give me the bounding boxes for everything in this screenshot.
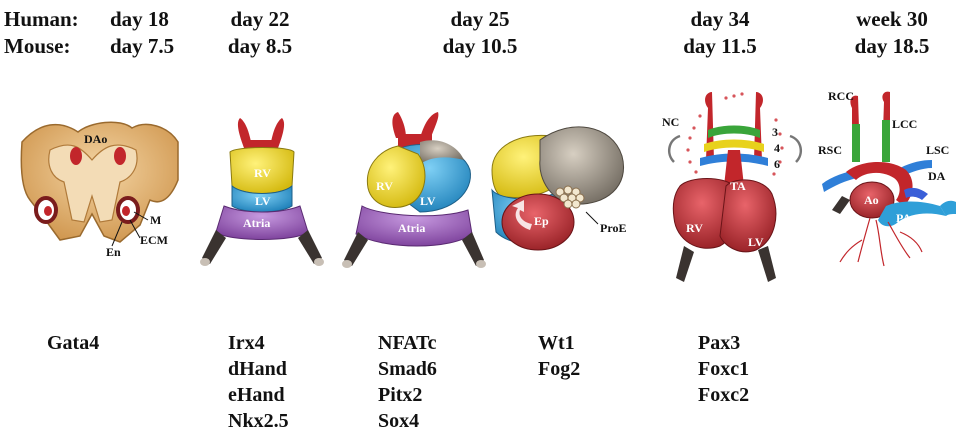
looped-vein-left-opening [342,260,352,268]
epi-grey-chamber [540,127,624,204]
pointer-proe [586,212,598,224]
gene-item: Foxc1 [698,356,749,382]
left-dorsal-aorta [70,147,82,165]
label-looped-atria: Atria [398,221,425,235]
gene-item: Wt1 [538,330,580,356]
lcc-green [882,120,890,162]
panel-looped-heart: RV LV Atria [342,112,486,268]
gene-list-4: Wt1 Fog2 [538,330,580,382]
looped-vein-right-opening [476,260,486,268]
label-arch-3: 3 [772,125,778,139]
gene-list-5: Pax3 Foxc1 Foxc2 [698,330,749,408]
panel-cardiac-crescent: DAo M ECM En [21,122,178,259]
label-ta: TA [730,179,746,193]
arch-3 [708,126,760,139]
nc-arrow-right [790,136,801,162]
gene-list-3: NFATc Smad6 Pitx2 Sox4 [378,330,437,434]
gene-item: eHand [228,382,289,408]
label-arch-lv: LV [748,235,764,249]
panel-great-vessels: RCC LCC RSC LSC DA Ao PA [818,89,956,266]
label-arch-6: 6 [774,157,780,171]
label-da: DA [928,169,946,183]
gene-item: Irx4 [228,330,289,356]
label-m: M [150,213,161,227]
label-arch-4: 4 [774,141,780,155]
rcc-green [852,124,860,162]
arch-vein-stub [832,196,850,214]
panel-linear-heart-tube: RV LV Atria [200,118,324,266]
vessel-branches [840,218,922,266]
left-tube-lumen [44,206,52,216]
label-nc: NC [662,115,679,129]
gene-list-1: Gata4 [47,330,99,356]
label-en: En [106,245,121,259]
gene-list-2: Irx4 dHand eHand Nkx2.5 [228,330,289,434]
gene-item: Pitx2 [378,382,437,408]
label-looped-rv: RV [376,179,393,193]
label-tube-atria: Atria [243,216,270,230]
label-proe: ProE [600,221,626,235]
gene-item: Foxc2 [698,382,749,408]
gene-item: Nkx2.5 [228,408,289,434]
gene-item: Sox4 [378,408,437,434]
label-arch-rv: RV [686,221,703,235]
looped-rv [367,146,425,207]
vein-left-opening [200,258,210,266]
vein-right-opening [314,258,324,266]
label-tube-rv: RV [254,166,271,180]
label-lsc: LSC [926,143,949,157]
label-looped-lv: LV [420,194,436,208]
label-ecm: ECM [140,233,168,247]
gene-item: Gata4 [47,330,99,356]
right-dorsal-aorta [114,147,126,165]
panel-arch-arteries: NC 3 4 6 TA RV LV [662,92,801,282]
right-tube-lumen [122,206,130,216]
label-dao: DAo [84,132,107,146]
label-pa: PA [896,211,911,225]
label-rsc: RSC [818,143,842,157]
label-ep: Ep [534,214,549,228]
gene-item: Fog2 [538,356,580,382]
arch-vein-left [676,246,694,282]
label-tube-lv: LV [255,194,271,208]
label-rcc: RCC [828,89,854,103]
gene-item: NFATc [378,330,437,356]
nc-arrow-left [669,136,680,162]
arch-vein-right [758,246,776,282]
gene-item: dHand [228,356,289,382]
label-lcc: LCC [892,117,917,131]
label-ao: Ao [864,193,879,207]
panel-epicardium: Ep ProE [492,127,626,250]
gene-item: Pax3 [698,330,749,356]
gene-item: Smad6 [378,356,437,382]
